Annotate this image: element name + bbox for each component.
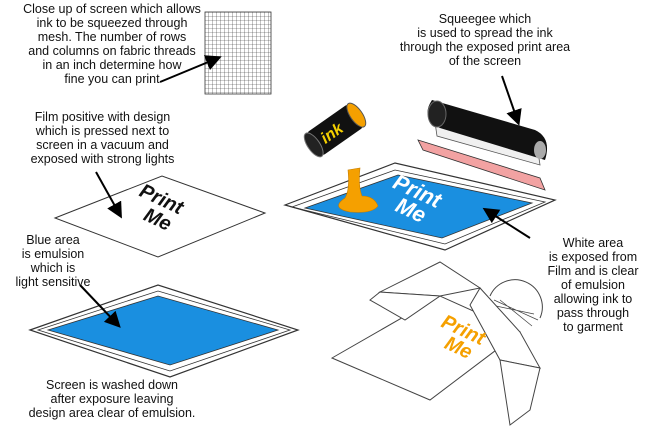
squeegee-label: Squeegee which is used to spread the ink… [399,12,571,68]
blue-area-label: Blue area is emulsion which is light sen… [15,233,91,289]
white-area-label: White area is exposed from Film and is c… [547,236,639,334]
inked-screen: Print Me [283,162,557,251]
film-positive: Print Me [53,175,267,258]
screen-washed-label: Screen is washed down after exposure lea… [28,378,196,420]
mesh-arrow [159,55,222,83]
mesh-closeup-icon [204,11,272,95]
tshirt-icon: Print Me [330,261,543,426]
film-positive-label: Film positive with design which is press… [30,110,175,166]
mesh-closeup-label: Close up of screen which allows ink to b… [23,2,201,86]
white-area-arrow [482,207,531,239]
emulsion-screen [28,284,300,378]
ink-can-icon: ink [303,102,367,158]
squeegee-arrow [501,75,522,126]
emulsion-arrow [79,284,121,328]
film-arrow [95,171,122,219]
squeegee-icon [417,100,548,191]
